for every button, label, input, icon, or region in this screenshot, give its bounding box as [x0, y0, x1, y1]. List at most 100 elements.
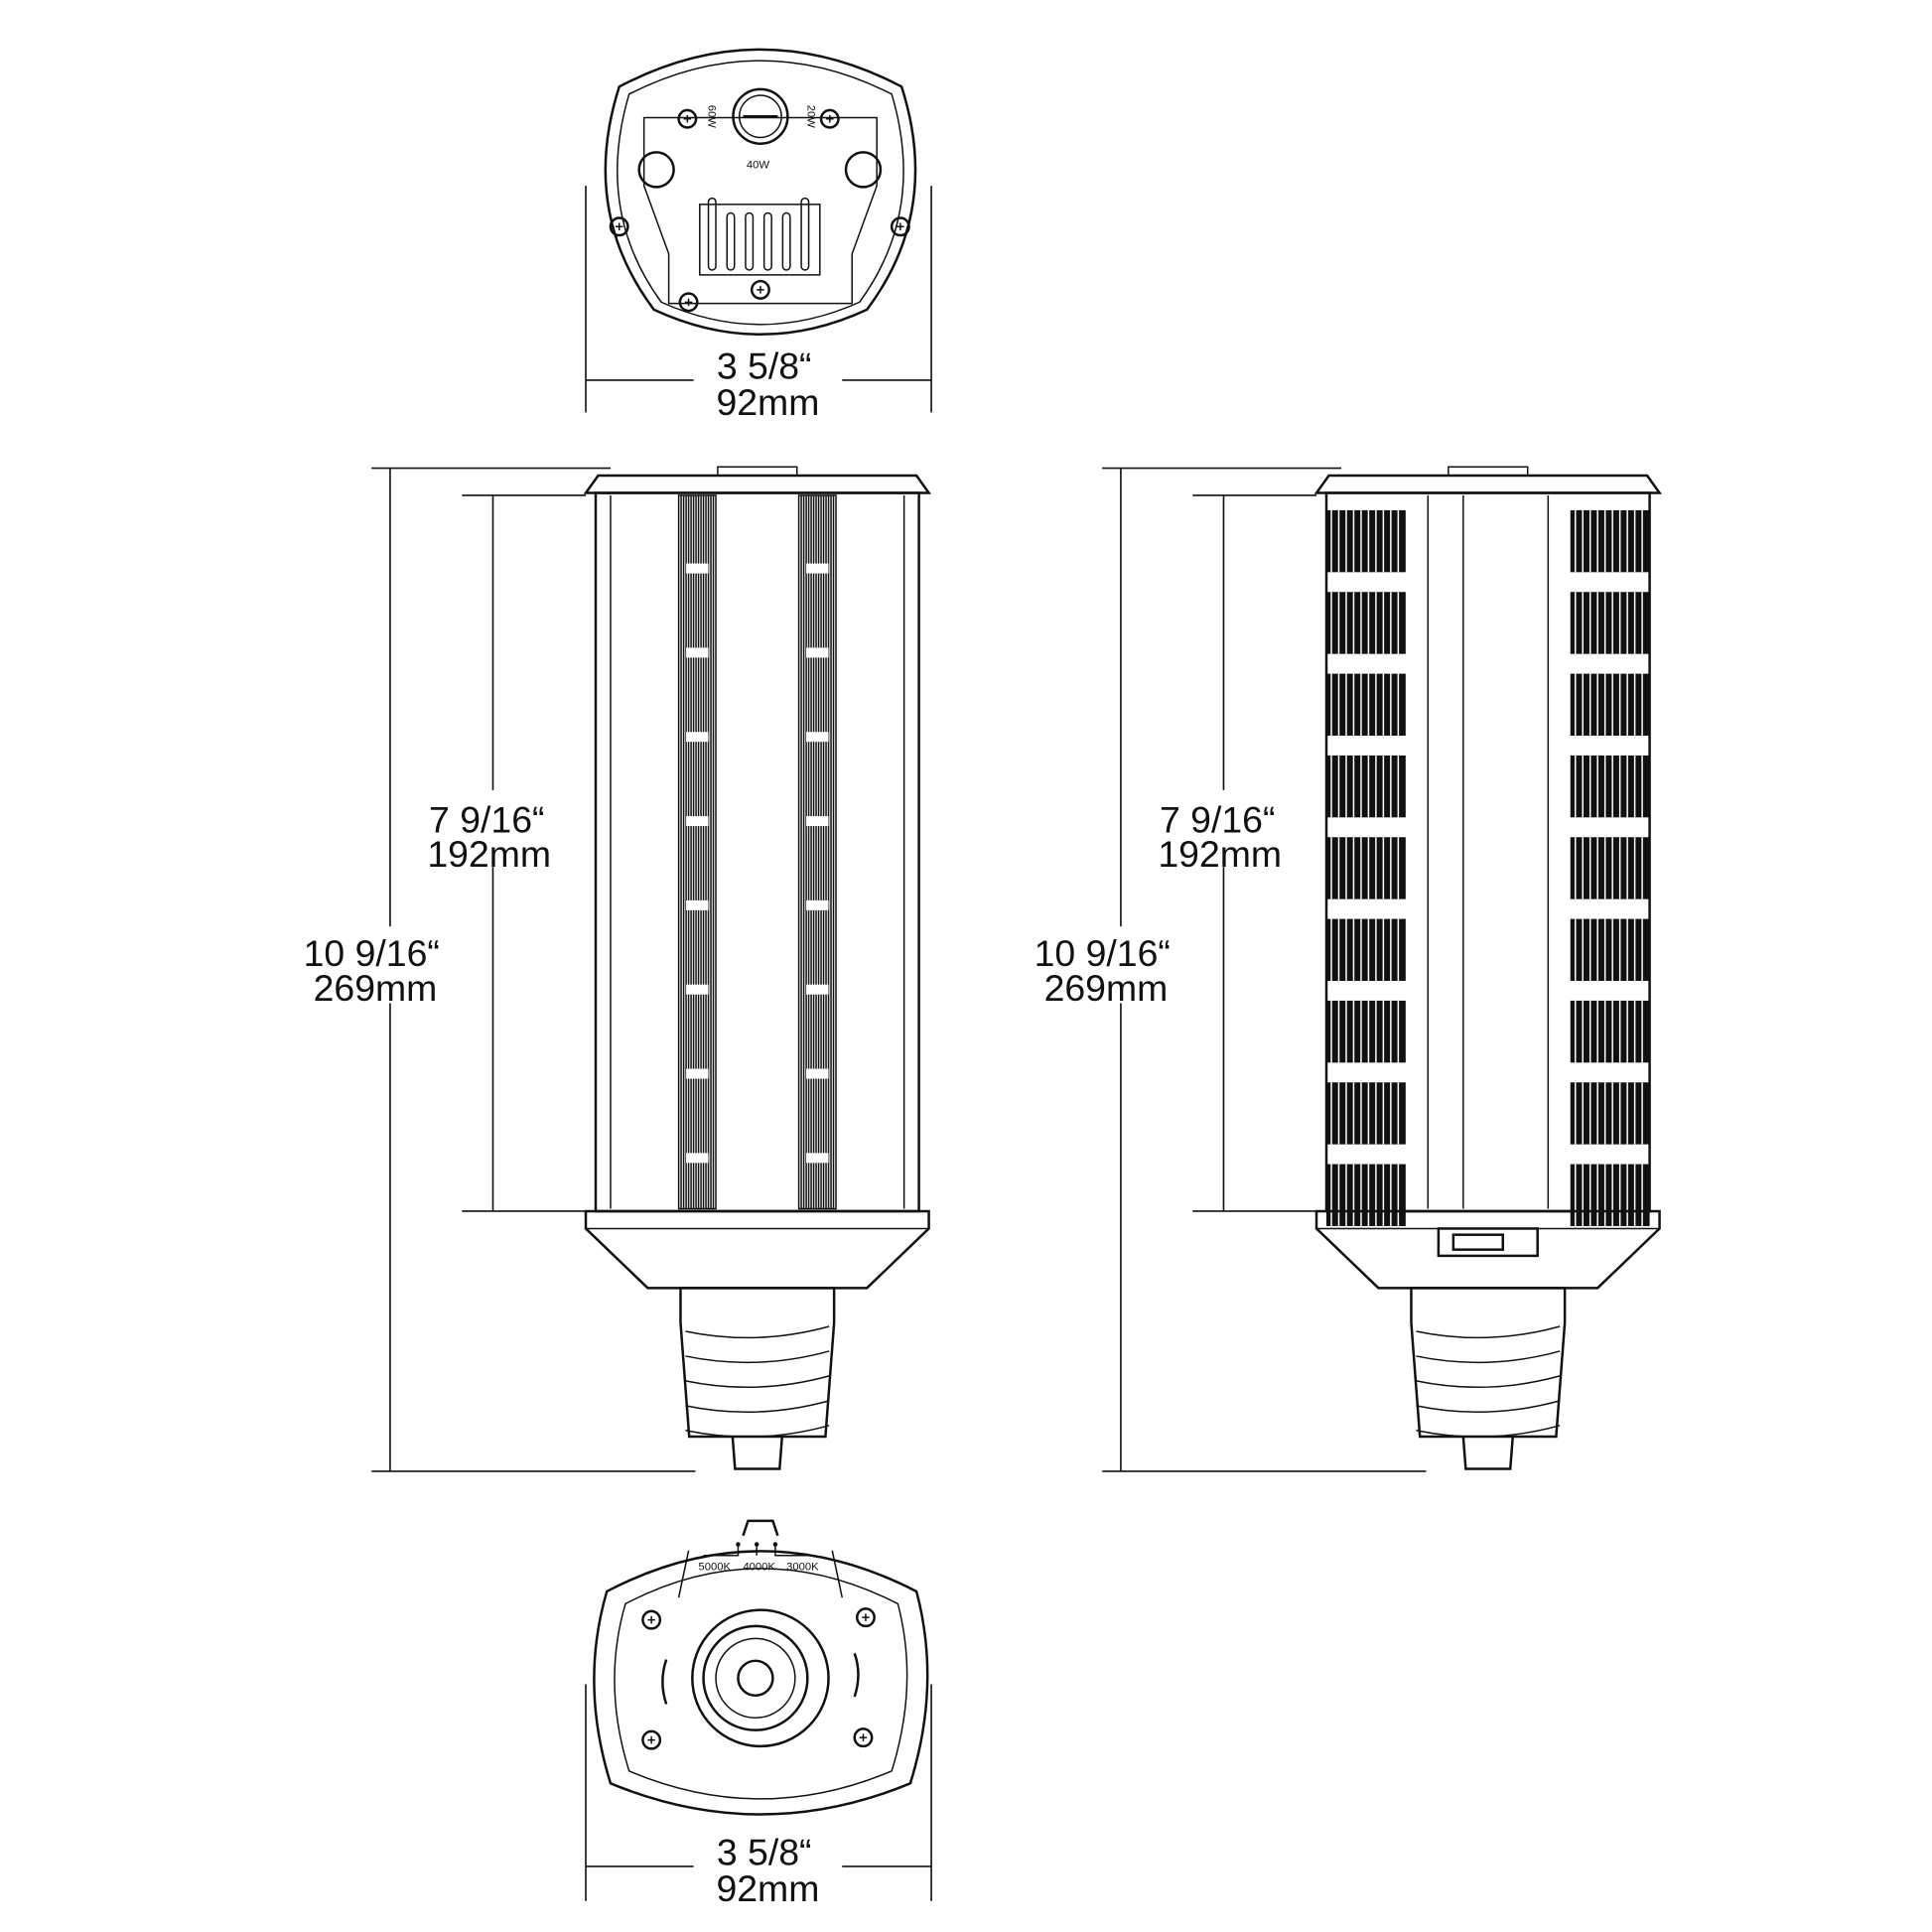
- rotate-arrow-left-icon: [661, 1659, 668, 1705]
- screw-cross: [826, 115, 834, 123]
- base-tip: [731, 1436, 783, 1470]
- strip-gap: [686, 647, 709, 658]
- screw-cross: [615, 222, 623, 231]
- strip-gap: [806, 1068, 829, 1079]
- fin-block: [1570, 1164, 1650, 1226]
- screw-icon: [678, 292, 699, 313]
- led-strip: [797, 494, 837, 1210]
- fin-block: [1570, 509, 1650, 573]
- bottom-collar: [584, 1209, 930, 1290]
- strip-gap: [806, 647, 829, 658]
- screw-icon: [819, 108, 840, 129]
- strip-gap: [686, 1153, 709, 1164]
- screw-cross: [862, 1613, 870, 1621]
- strip-gap: [806, 984, 829, 995]
- segment-line: [831, 1550, 843, 1598]
- overall-height-mm: 269mm: [1044, 967, 1169, 1009]
- screw-base: [679, 1287, 836, 1439]
- body-height-in: 7 9/16“: [429, 798, 544, 840]
- top-view-inner-outline: [617, 60, 904, 326]
- screw-icon: [750, 279, 770, 300]
- fin-block: [1326, 1082, 1406, 1145]
- top-view-outline: [604, 48, 917, 337]
- base-collar: [691, 1608, 830, 1748]
- fin-block: [1570, 1000, 1650, 1063]
- strip-gap: [806, 732, 829, 743]
- screw-icon: [677, 108, 698, 129]
- base-socket-mid: [715, 1637, 796, 1719]
- fin-block: [1570, 755, 1650, 818]
- screw-icon: [853, 1727, 874, 1748]
- bottom-width-mm: 92mm: [716, 1867, 819, 1909]
- fin-block: [1570, 1082, 1650, 1145]
- strip-gap: [686, 899, 709, 910]
- bottom-view: 5000K 4000K 3000K 3 5/8“ 92mm: [585, 1519, 932, 1909]
- body-height-in: 7 9/16“: [1160, 798, 1275, 840]
- strip-gap: [806, 816, 829, 827]
- strip-gap: [806, 1153, 829, 1164]
- fin-block: [1326, 755, 1406, 818]
- overall-height-in: 10 9/16“: [304, 932, 440, 974]
- bottom-view-outline: [593, 1550, 929, 1816]
- fin-block: [1570, 673, 1650, 736]
- thread-line: [685, 1400, 830, 1413]
- fin-block: [1570, 837, 1650, 899]
- fin-block: [1570, 918, 1650, 981]
- strip-gap: [806, 899, 829, 910]
- mount-hole-left: [637, 151, 675, 189]
- vent-slot: [800, 197, 810, 271]
- led-strip: [677, 494, 717, 1210]
- vent-slot: [745, 211, 755, 271]
- cct-leader: [703, 1544, 740, 1557]
- vent-slot: [762, 211, 772, 271]
- strip-gap: [686, 732, 709, 743]
- screw-cross: [647, 1615, 655, 1624]
- fin-block: [1570, 592, 1650, 654]
- strip-gap: [686, 1068, 709, 1079]
- bottom-view-tab: [742, 1519, 779, 1537]
- thread-line: [1416, 1400, 1561, 1413]
- vent-slot: [781, 211, 791, 271]
- screw-base: [1410, 1287, 1567, 1439]
- mount-hole-right: [844, 151, 883, 189]
- body-height-mm: 192mm: [1158, 833, 1282, 875]
- vent-slot: [707, 197, 717, 271]
- screw-icon: [641, 1609, 662, 1630]
- bottom-width-in: 3 5/8“: [717, 1832, 812, 1873]
- wattage-label-60w: 60W: [706, 105, 718, 128]
- top-cap: [1313, 474, 1662, 494]
- cct-label-3000k: 3000K: [786, 1562, 819, 1574]
- vent-slots: [699, 197, 821, 276]
- top-view: 60W 40W 20W 3 5/8“ 92mm: [585, 48, 932, 423]
- cct-label-5000k: 5000K: [699, 1562, 732, 1574]
- screw-cross: [683, 115, 692, 123]
- body-height-mm: 192mm: [427, 833, 551, 875]
- strip-gap: [686, 984, 709, 995]
- screw-icon: [609, 216, 629, 237]
- fin-block: [1326, 918, 1406, 981]
- thread-line: [685, 1325, 830, 1339]
- cct-switch: [1437, 1227, 1539, 1258]
- screw-cross: [859, 1733, 868, 1741]
- fin-block: [1326, 1164, 1406, 1226]
- base-tip: [1461, 1436, 1514, 1470]
- segment-line: [677, 1550, 690, 1598]
- vent-frame: [699, 204, 821, 276]
- wattage-selector-inner: [738, 94, 782, 139]
- screw-cross: [897, 222, 904, 231]
- cct-label-4000k: 4000K: [743, 1562, 775, 1574]
- top-cap-knob: [717, 466, 798, 477]
- screws: [641, 1607, 876, 1750]
- thread-line: [1416, 1425, 1561, 1438]
- fin-block: [1326, 1000, 1406, 1063]
- cct-leader: [774, 1544, 810, 1557]
- wattage-selector-dial: [732, 87, 789, 145]
- screw-icon: [890, 216, 910, 237]
- base-contact: [737, 1659, 774, 1697]
- fin-block: [1326, 837, 1406, 899]
- thread-line: [1416, 1350, 1561, 1364]
